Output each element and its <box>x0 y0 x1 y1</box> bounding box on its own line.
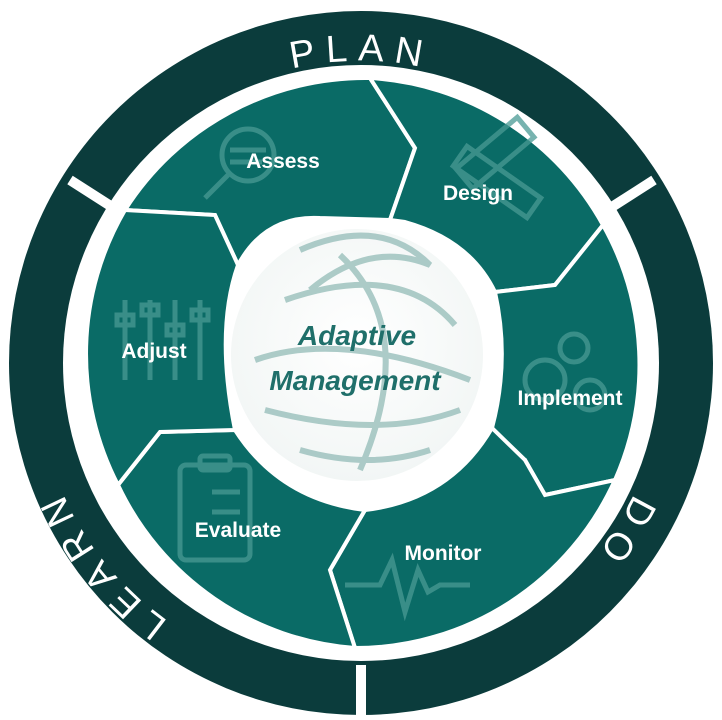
segment-icons <box>114 113 608 622</box>
clipboard-checklist-icon <box>177 453 253 563</box>
segment-label-monitor: Monitor <box>405 542 482 565</box>
magnifier-icon <box>203 126 277 200</box>
segment-label-evaluate: Evaluate <box>195 519 281 542</box>
center-title-line2: Management <box>269 365 442 396</box>
segment-design[interactable] <box>366 75 606 295</box>
phase-label-plan: PLAN <box>286 27 436 77</box>
globe-swirl <box>254 232 472 472</box>
divider-plan-learn <box>67 175 123 217</box>
gears-icon <box>522 331 608 413</box>
sliders-icon <box>114 300 211 380</box>
segment-label-assess: Assess <box>246 150 320 173</box>
center-title-line1: Adaptive <box>297 320 416 351</box>
segment-label-implement: Implement <box>517 387 622 410</box>
center-globe: Adaptive Management <box>227 225 487 485</box>
heartbeat-icon <box>345 552 470 622</box>
segment-adjust[interactable] <box>84 207 241 489</box>
segment-label-design: Design <box>443 182 513 205</box>
phase-dividers <box>67 175 657 718</box>
divider-plan-do <box>601 175 657 217</box>
ruler-pencil-icon <box>449 113 545 222</box>
segment-label-adjust: Adjust <box>121 340 186 363</box>
